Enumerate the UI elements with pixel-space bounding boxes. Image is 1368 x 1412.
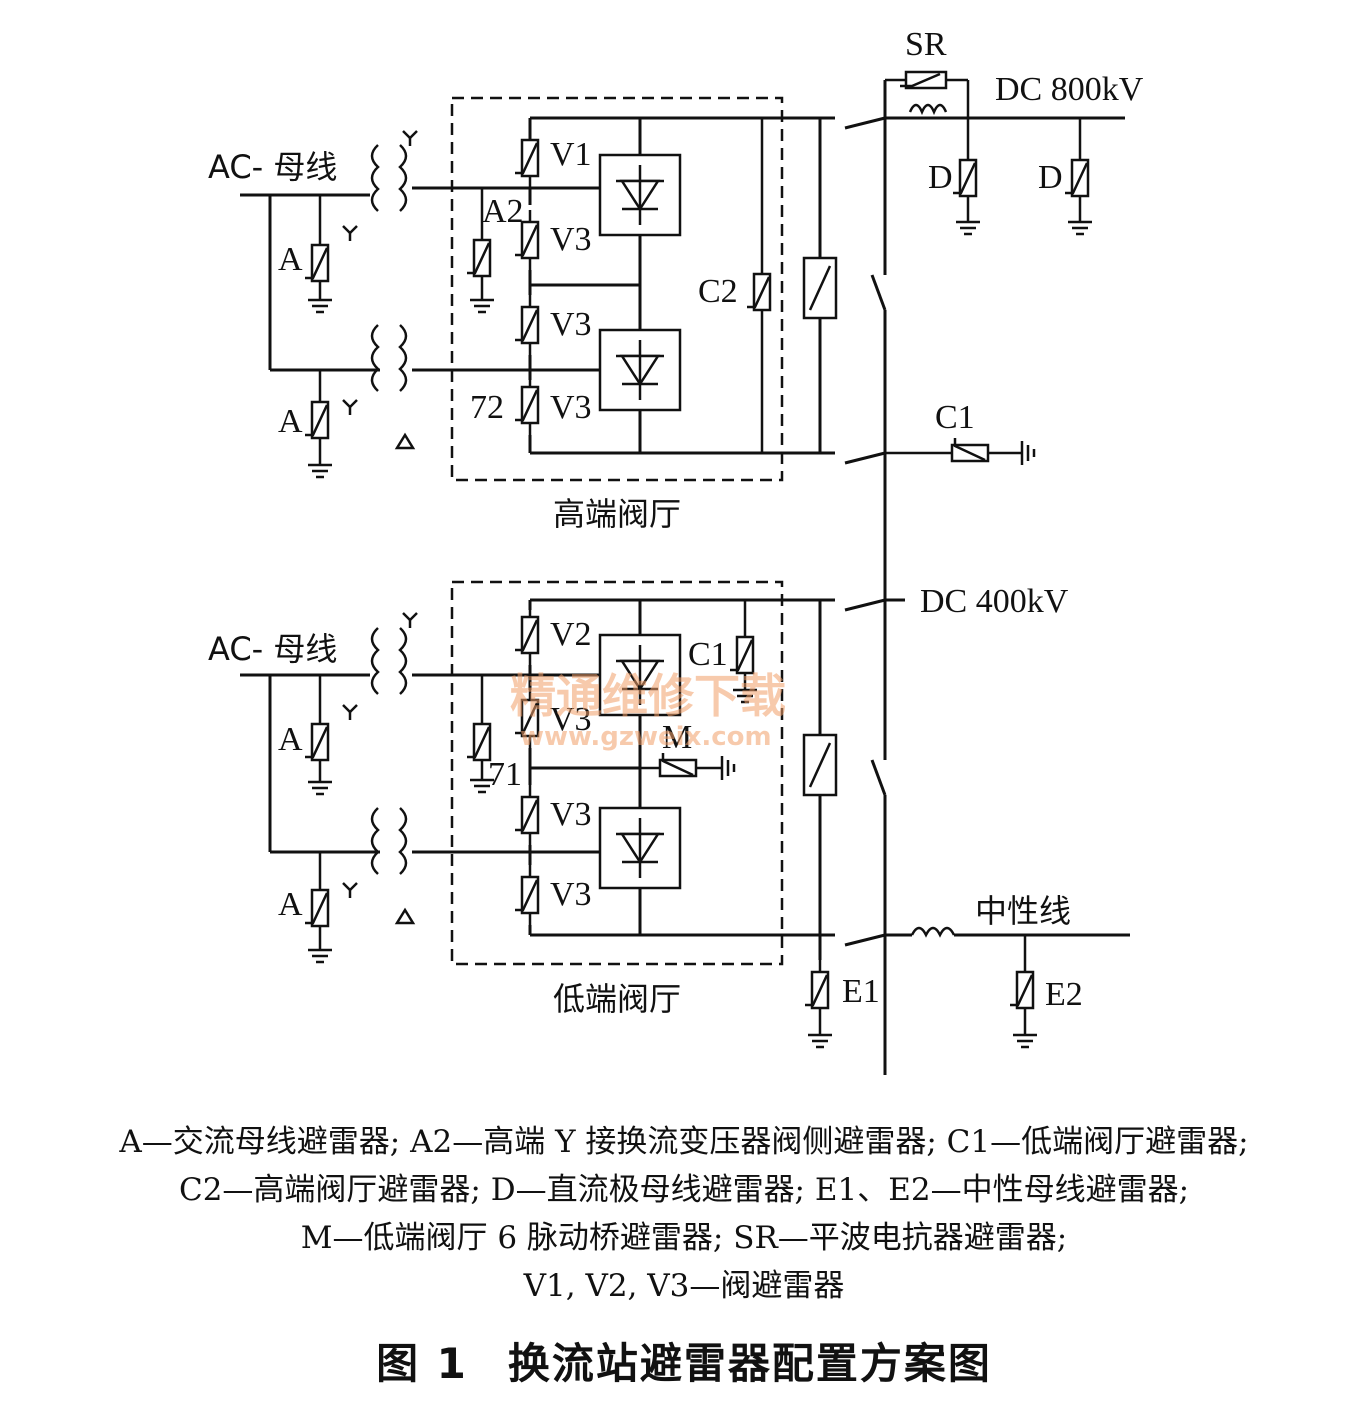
arrester-e1 [803, 958, 830, 1022]
label-v3-1: V3 [550, 221, 592, 258]
arrester-a-4 [303, 876, 330, 940]
label-sr: SR [905, 26, 947, 63]
low-end-valve-hall-box [450, 580, 784, 966]
diagram-labels: SR DC 800kV D D AC- 母线 A A A2 V1 V3 V3 V… [208, 26, 1144, 1018]
figure-number: 图 1 [376, 1339, 468, 1388]
label-e2: E2 [1045, 976, 1083, 1013]
label-v3-2: V3 [550, 306, 592, 343]
arrester-a-2 [303, 388, 330, 452]
label-a-4: A [278, 886, 303, 923]
arrester-a-1 [303, 231, 330, 295]
dc-pole-section [844, 70, 1130, 1075]
watermark: 精通维修下载 www.gzweix.com [510, 669, 786, 752]
transformer-primary-1 [370, 143, 380, 213]
label-ac-bus-1: AC- 母线 [208, 148, 337, 186]
arrester-71 [465, 710, 492, 774]
label-v1: V1 [550, 136, 592, 173]
label-71: 71 [488, 756, 522, 793]
label-a-3: A [278, 721, 303, 758]
label-72: 72 [470, 389, 504, 426]
transformer-primary-4 [370, 806, 380, 876]
label-dc400: DC 400kV [920, 583, 1069, 620]
watermark-cn: 精通维修下载 [510, 669, 786, 723]
delta-symbol-1 [394, 432, 416, 450]
high-end-section [240, 96, 886, 482]
arrester-a-3 [303, 710, 330, 774]
transformer-primary-3 [370, 626, 380, 696]
neutral-reactor [910, 926, 956, 938]
legend-line-3: M—低端阀厅 6 脉动桥避雷器; SR—平波电抗器避雷器; [300, 1220, 1068, 1256]
watermark-url: www.gzweix.com [520, 722, 772, 752]
transformer-secondary-1 [398, 143, 408, 213]
label-v2: V2 [550, 616, 592, 653]
arrester-v3-6 [513, 863, 540, 927]
arrester-m [658, 753, 698, 778]
label-dc800: DC 800kV [995, 71, 1144, 108]
label-neutral: 中性线 [975, 892, 1071, 930]
label-d-1: D [928, 159, 953, 196]
label-v3-3: V3 [550, 389, 592, 426]
bypass-switch-low [802, 733, 838, 797]
label-m: M [662, 719, 692, 756]
label-a-2: A [278, 403, 303, 440]
arrester-a2 [465, 226, 492, 290]
valve-bridge-low-2 [598, 806, 682, 890]
arrester-v3-3 [513, 373, 540, 437]
arrester-v2 [513, 603, 540, 667]
label-low-hall: 低端阀厅 [553, 980, 681, 1018]
label-d-2: D [1038, 159, 1063, 196]
transformer-secondary-2 [398, 323, 408, 393]
figure-title: 换流站避雷器配置方案图 [507, 1339, 992, 1388]
transformer-secondary-3 [398, 626, 408, 696]
smoothing-reactor [908, 103, 948, 116]
low-end-section [240, 580, 838, 1049]
circuit-diagram: SR DC 800kV D D AC- 母线 A A A2 V1 V3 V3 V… [208, 26, 1144, 1075]
bypass-switch-high [802, 256, 838, 320]
valve-bridge-high-2 [598, 328, 682, 412]
arrester-c2 [745, 260, 772, 324]
legend-line-4: V1, V2, V3—阀避雷器 [523, 1268, 845, 1304]
high-end-valve-hall-box [450, 96, 784, 482]
transformer-primary-2 [370, 323, 380, 393]
label-v3-4: V3 [550, 701, 592, 738]
arrester-v1 [513, 126, 540, 190]
arrester-v3-5 [513, 783, 540, 847]
label-c1-mid: C1 [935, 399, 975, 436]
label-c1-low: C1 [688, 636, 728, 673]
legend-line-2: C2—高端阀厅避雷器; D—直流极母线避雷器; E1、E2—中性母线避雷器; [178, 1172, 1190, 1208]
arrester-e2 [1008, 958, 1035, 1022]
label-v3-6: V3 [550, 876, 592, 913]
legend: A—交流母线避雷器; A2—高端 Y 接换流变压器阀侧避雷器; C1—低端阀厅避… [0, 1118, 1368, 1310]
arrester-d-2 [1063, 146, 1090, 210]
label-a-1: A [278, 241, 303, 278]
label-e1: E1 [842, 973, 880, 1010]
label-a2: A2 [482, 193, 524, 230]
label-ac-bus-2: AC- 母线 [208, 630, 337, 668]
arrester-d-1 [951, 146, 978, 210]
label-high-hall: 高端阀厅 [553, 495, 681, 533]
delta-symbol-2 [394, 907, 416, 925]
figure-caption: 图 1 换流站避雷器配置方案图 [0, 1330, 1368, 1391]
arrester-c1-mid [950, 438, 990, 463]
label-c2: C2 [698, 273, 738, 310]
transformer-secondary-4 [398, 806, 408, 876]
legend-line-1: A—交流母线避雷器; A2—高端 Y 接换流变压器阀侧避雷器; C1—低端阀厅避… [119, 1124, 1249, 1160]
valve-bridge-high-1 [598, 153, 682, 237]
label-v3-5: V3 [550, 796, 592, 833]
arrester-v3-2 [513, 293, 540, 357]
